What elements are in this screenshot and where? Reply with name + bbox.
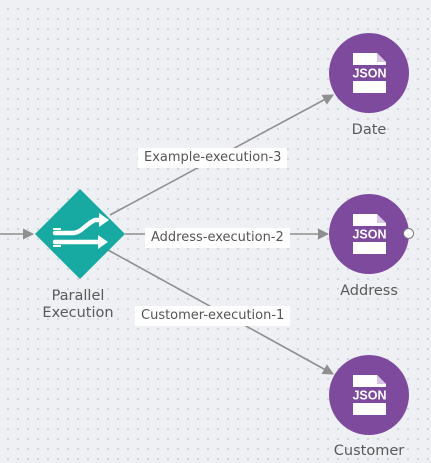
address-output-port[interactable]	[403, 228, 414, 239]
json-node-address[interactable]: JSON	[329, 194, 409, 274]
edge-label-example-execution-3[interactable]: Example-execution-3	[138, 148, 288, 168]
json-file-icon: JSON	[349, 375, 390, 415]
json-node-address-label: Address	[340, 283, 398, 299]
parallel-node-label-line2: Execution	[42, 305, 114, 321]
parallel-node-label: Parallel Execution	[42, 288, 113, 322]
json-node-customer[interactable]: JSON	[329, 355, 409, 435]
json-node-date[interactable]: JSON	[329, 33, 409, 113]
parallel-execution-node[interactable]	[35, 189, 125, 279]
json-file-icon: JSON	[349, 53, 390, 93]
json-node-date-label: Date	[351, 122, 387, 138]
json-file-icon: JSON	[349, 214, 390, 254]
parallel-node-label-line1: Parallel	[51, 288, 105, 304]
json-node-customer-label: Customer	[333, 443, 405, 459]
parallel-execution-icon	[35, 189, 125, 279]
json-badge-text: JSON	[352, 228, 386, 242]
json-badge-text: JSON	[352, 389, 386, 403]
json-badge-text: JSON	[352, 67, 386, 81]
edge-label-address-execution-2[interactable]: Address-execution-2	[145, 228, 290, 248]
edge-label-customer-execution-1[interactable]: Customer-execution-1	[135, 306, 291, 326]
